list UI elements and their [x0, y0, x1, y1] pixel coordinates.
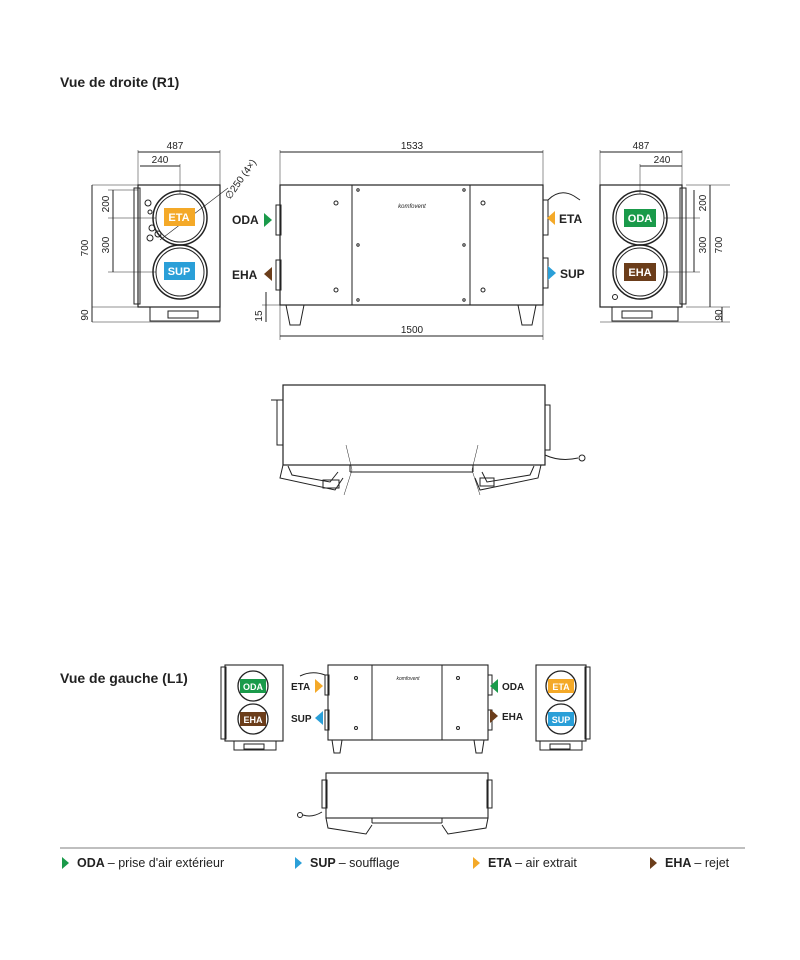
badge-oda-r1-label: ODA	[628, 213, 653, 225]
legend-text: – prise d'air extérieur	[107, 856, 225, 870]
r1-main-side-view	[262, 150, 581, 340]
badge-eta-l1	[548, 679, 574, 693]
dim-length-1533: 1533	[401, 141, 424, 152]
badge-oda-l1-label: ODA	[243, 682, 264, 692]
left-view-title: Vue de gauche (L1)	[60, 670, 188, 686]
flow-label-eta-r1: ETA	[559, 212, 582, 226]
badge-eha-r1	[624, 263, 656, 281]
badge-eta-l1-label: ETA	[552, 682, 570, 692]
badge-sup-l1	[548, 712, 574, 726]
arrow-sup-l1-icon	[315, 711, 323, 725]
flow-label-eha-r1: EHA	[232, 268, 258, 282]
flow-label-sup-l1: SUP	[291, 714, 312, 725]
legend-text: – air extrait	[515, 856, 577, 870]
brand-label-l1: komfovent	[396, 676, 420, 682]
flow-label-eha-l1: EHA	[502, 712, 523, 723]
legend-code: ODA	[77, 856, 105, 870]
dim-height-700-right: 700	[714, 236, 725, 253]
badge-eta-r1	[164, 208, 195, 226]
badge-eha-l1	[240, 712, 266, 726]
arrow-eta-l1-icon	[315, 679, 323, 693]
arrow-eha-l1-icon	[490, 709, 498, 723]
dim-height-700-left: 700	[80, 239, 91, 256]
legend-item-eha: EHA – rejet	[650, 856, 729, 870]
legend-text: – soufflage	[338, 856, 400, 870]
arrow-oda-l1-icon	[490, 679, 498, 693]
arrow-eha-r1-icon	[264, 267, 272, 281]
badge-sup-l1-label: SUP	[552, 715, 571, 725]
badge-oda-r1	[624, 209, 656, 227]
badge-eta-r1-label: ETA	[168, 212, 189, 224]
flow-label-eta-l1: ETA	[291, 682, 310, 693]
badge-sup-r1	[164, 262, 195, 280]
dim-height-200-left: 200	[101, 195, 112, 212]
l1-end-view-right	[535, 664, 591, 751]
dim-height-300-right: 300	[698, 236, 709, 253]
arrow-triangle-icon	[62, 857, 69, 869]
dim-length-1500: 1500	[401, 325, 424, 336]
legend-item-oda: ODA – prise d'air extérieur	[62, 856, 224, 870]
badge-sup-r1-label: SUP	[168, 266, 191, 278]
dim-height-200-right: 200	[698, 194, 709, 211]
r1-end-view-left	[91, 150, 229, 323]
arrow-sup-r1-icon	[548, 266, 556, 280]
right-view-title: Vue de droite (R1)	[60, 74, 180, 90]
dim-height-90-right: 90	[714, 309, 725, 321]
legend-code: EHA	[665, 856, 692, 870]
arrow-triangle-icon	[473, 857, 480, 869]
badge-eha-l1-label: EHA	[243, 715, 263, 725]
flow-label-sup-r1: SUP	[560, 267, 585, 281]
legend-code: SUP	[310, 856, 336, 870]
flow-label-oda-r1: ODA	[232, 213, 259, 227]
l1-top-view	[297, 772, 493, 835]
legend-item-sup: SUP – soufflage	[295, 856, 400, 870]
r1-end-view-right	[599, 150, 730, 323]
dim-height-90-left: 90	[80, 309, 91, 321]
l1-main-side-view	[299, 664, 493, 754]
dim-diameter: ∅250 (4×)	[223, 158, 259, 202]
brand-label-r1: komfovent	[398, 204, 426, 210]
badge-oda-l1	[240, 679, 266, 693]
dim-width-240-right: 240	[654, 155, 671, 166]
dim-foot-15: 15	[254, 310, 265, 322]
legend: ODA – prise d'air extérieur SUP – souffl…	[0, 848, 800, 878]
arrow-triangle-icon	[650, 857, 657, 869]
arrow-oda-r1-icon	[264, 213, 272, 227]
arrow-triangle-icon	[295, 857, 302, 869]
flow-label-oda-l1: ODA	[502, 682, 524, 693]
dim-width-487-left: 487	[167, 141, 184, 152]
legend-text: – rejet	[694, 856, 730, 870]
dim-width-487-right: 487	[633, 141, 650, 152]
legend-item-eta: ETA – air extrait	[473, 856, 577, 870]
badge-eha-r1-label: EHA	[628, 267, 651, 279]
dim-width-240-left: 240	[152, 155, 169, 166]
r1-top-view	[271, 384, 586, 496]
dim-height-300-left: 300	[101, 236, 112, 253]
l1-end-view-left	[220, 664, 284, 751]
legend-code: ETA	[488, 856, 513, 870]
arrow-eta-r1-icon	[547, 211, 555, 225]
